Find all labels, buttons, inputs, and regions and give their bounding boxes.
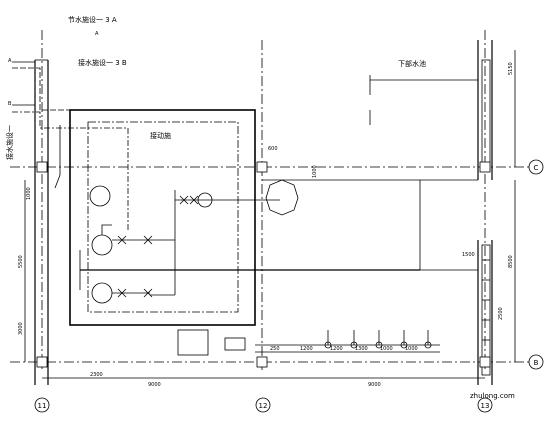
axis-label-b: B [534, 359, 539, 367]
label-supply-b: 接水施设一 3 B [78, 58, 127, 67]
dim-1500: 1500 [462, 252, 475, 258]
label-supply-top: 节水施设一 3 A [68, 15, 117, 24]
axis-circle-13 [477, 397, 493, 413]
lower-valves [324, 330, 432, 349]
pump-circle-1 [89, 185, 111, 207]
column-13c [479, 161, 491, 173]
equipment-box [177, 329, 209, 356]
axis-label-c: C [534, 164, 539, 172]
valve-3 [117, 288, 127, 298]
dim-5150: 5150 [508, 62, 514, 75]
pump-circle-2 [91, 234, 113, 256]
valve-2 [143, 235, 153, 245]
pump-house-outline [69, 109, 256, 326]
pump-circle-3 [91, 282, 113, 304]
dim-1000a: 1000 [380, 346, 393, 352]
axis-label-13: 13 [481, 402, 490, 410]
supply-pipe-a [12, 67, 120, 111]
axis-circle-12 [255, 397, 271, 413]
label-underground-pool: 下部水池 [398, 59, 426, 68]
dim-5500: 5500 [18, 255, 24, 268]
dim-9000b: 9000 [368, 382, 381, 388]
dim-1000d: 1000 [26, 187, 32, 200]
pump-link-1 [101, 224, 112, 235]
valve-6 [189, 195, 199, 205]
column-11c [36, 161, 48, 173]
linework [10, 30, 530, 385]
dim-9000a: 9000 [148, 382, 161, 388]
axis-markers [34, 159, 544, 413]
label-small-b: B [8, 101, 12, 107]
column-12b [256, 356, 268, 368]
dim-250: 250 [270, 346, 280, 352]
axis-circle-11 [34, 397, 50, 413]
dim-1200a: 1200 [300, 346, 313, 352]
label-small-a2: A [8, 58, 12, 64]
tank-octagon [265, 179, 299, 216]
column-12c [256, 161, 268, 173]
label-pump-house: 接动施 [150, 131, 171, 140]
valve-1 [117, 235, 127, 245]
dim-3000: 3000 [18, 322, 24, 335]
supply-pipe-b [12, 111, 129, 230]
column-11b [36, 356, 48, 368]
axis-circle-c [528, 159, 544, 175]
pump-house-inner [87, 121, 239, 313]
valve-5 [179, 195, 189, 205]
column-13b [479, 356, 491, 368]
label-left-vertical: 接水施设一 [5, 125, 14, 160]
axis-label-12: 12 [259, 402, 268, 410]
dim-600: 600 [268, 146, 278, 152]
stair-column [481, 59, 491, 376]
pump-circle-4 [197, 192, 213, 208]
dim-1300: 1300 [355, 346, 368, 352]
dim-2500: 2500 [498, 307, 504, 320]
dim-1000c: 1000 [312, 165, 318, 178]
dim-1200b: 1200 [330, 346, 343, 352]
dim-1000b: 1000 [405, 346, 418, 352]
dim-2300: 2300 [90, 372, 103, 378]
axis-circle-b [528, 354, 544, 370]
label-small-a: A [95, 31, 99, 37]
watermark: zhulong.com [470, 392, 515, 400]
equipment-box-2 [224, 337, 246, 351]
dim-8500: 8500 [508, 255, 514, 268]
valve-4 [143, 288, 153, 298]
axis-label-11: 11 [38, 402, 47, 410]
drop-pipe [54, 125, 61, 189]
